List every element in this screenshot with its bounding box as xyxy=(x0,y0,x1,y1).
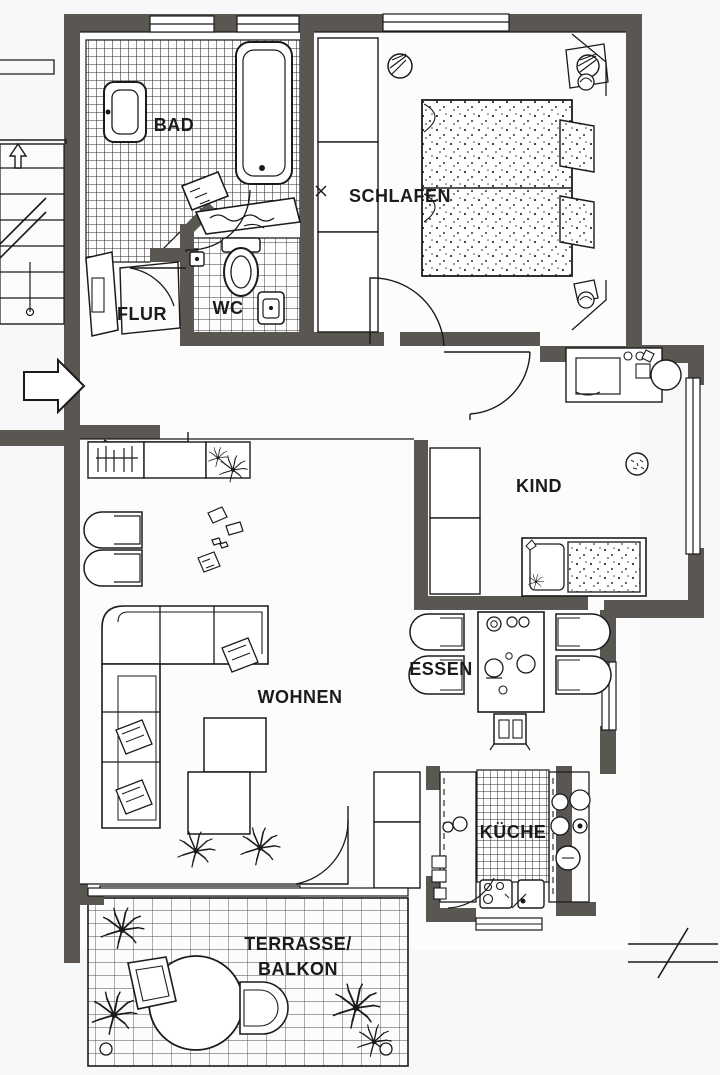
doors-hall xyxy=(369,277,531,420)
dishwasher xyxy=(517,879,545,909)
dining-table xyxy=(477,611,545,713)
room-labels: BAD WC FLUR SCHLAFEN KIND WOHNEN ESSEN K… xyxy=(117,115,562,979)
desk-chair-kind xyxy=(650,359,682,391)
window-bad-top xyxy=(149,15,215,33)
room-bad-fixtures xyxy=(103,41,301,252)
shelf-unit-wohnen xyxy=(87,441,251,479)
toilet xyxy=(221,237,261,297)
window-kueche-bottom xyxy=(475,917,543,931)
coffee-table-1 xyxy=(203,717,267,773)
ceiling-lamp-icon xyxy=(387,53,413,79)
room-wohnen-furniture xyxy=(83,441,421,897)
staircase xyxy=(0,59,67,325)
label-kind: KIND xyxy=(516,476,562,496)
label-bad: BAD xyxy=(154,115,195,135)
door-flur-upper xyxy=(129,267,186,307)
kitchen-small-units xyxy=(431,855,447,900)
label-terrasse-line1: TERRASSE/ xyxy=(244,934,352,954)
door-schlafen xyxy=(369,277,445,347)
terrace-chair-1 xyxy=(127,956,177,1010)
wardrobe-kind xyxy=(429,447,481,595)
round-mat-kind xyxy=(625,452,649,476)
nightstand-bottom xyxy=(573,279,599,309)
door-terrasse xyxy=(295,806,349,885)
stair-up-arrow xyxy=(8,142,28,169)
kueche-tiled-floor xyxy=(476,769,550,883)
label-marker-x xyxy=(315,185,327,197)
windows xyxy=(149,13,701,731)
washbasin-bad xyxy=(103,81,147,143)
schlafen-corner-chamfers xyxy=(571,33,607,331)
hall-console xyxy=(119,261,181,335)
armchair-wohnen-2 xyxy=(83,549,143,587)
room-kind-furniture xyxy=(429,347,682,597)
kitchen-tap xyxy=(442,816,468,833)
label-wc: WC xyxy=(213,298,244,318)
label-kueche: KÜCHE xyxy=(480,822,547,842)
window-kind-right xyxy=(685,377,701,555)
dining-chair-4 xyxy=(555,655,612,695)
dining-chair-1 xyxy=(409,613,465,651)
window-hall-top xyxy=(236,15,300,33)
dining-chair-2 xyxy=(408,655,465,695)
label-terrasse-line2: BALKON xyxy=(258,959,338,979)
shower-panel xyxy=(180,170,230,212)
door-kind xyxy=(444,351,531,420)
door-flur-bad xyxy=(185,189,251,252)
room-essen-furniture xyxy=(408,611,612,751)
wc-washbasin xyxy=(257,291,285,325)
coffee-table-2 xyxy=(187,771,251,835)
entry-direction-arrow xyxy=(23,357,86,415)
balcony-threshold xyxy=(87,887,409,897)
room-terrasse-furniture xyxy=(87,887,409,1058)
desk-kind xyxy=(565,347,663,403)
wc-small-basin xyxy=(189,251,205,267)
decor-items-wohnen xyxy=(197,506,244,573)
dining-chair-3 xyxy=(555,613,611,651)
wardrobe-flur xyxy=(85,251,119,337)
plan-break-symbol xyxy=(628,927,718,979)
armchair-wohnen-1 xyxy=(83,511,143,549)
hob xyxy=(550,789,591,836)
highchair xyxy=(489,713,531,751)
bedroom-stool-top xyxy=(577,73,595,91)
room-schlafen-furniture xyxy=(315,33,609,333)
room-kueche-fixtures xyxy=(431,771,591,931)
vanity-counter xyxy=(194,197,301,235)
kitchen-sink-round xyxy=(555,845,581,871)
bathtub xyxy=(235,41,293,185)
label-essen: ESSEN xyxy=(409,659,473,679)
label-wohnen: WOHNEN xyxy=(258,687,343,707)
bed-kind xyxy=(521,537,647,597)
nightstand-lamp-top xyxy=(565,43,609,89)
corner-sofa xyxy=(101,605,269,829)
window-schlafen-top xyxy=(382,13,510,32)
label-flur: FLUR xyxy=(117,304,167,324)
double-bed xyxy=(421,99,595,277)
cabinet-wohnen-right xyxy=(373,771,421,889)
label-schlafen: SCHLAFEN xyxy=(349,186,451,206)
room-wc-fixtures xyxy=(189,237,285,325)
oven xyxy=(479,879,513,909)
wardrobe-schlafen-left xyxy=(317,37,379,333)
terrace-chair-2 xyxy=(239,981,289,1035)
